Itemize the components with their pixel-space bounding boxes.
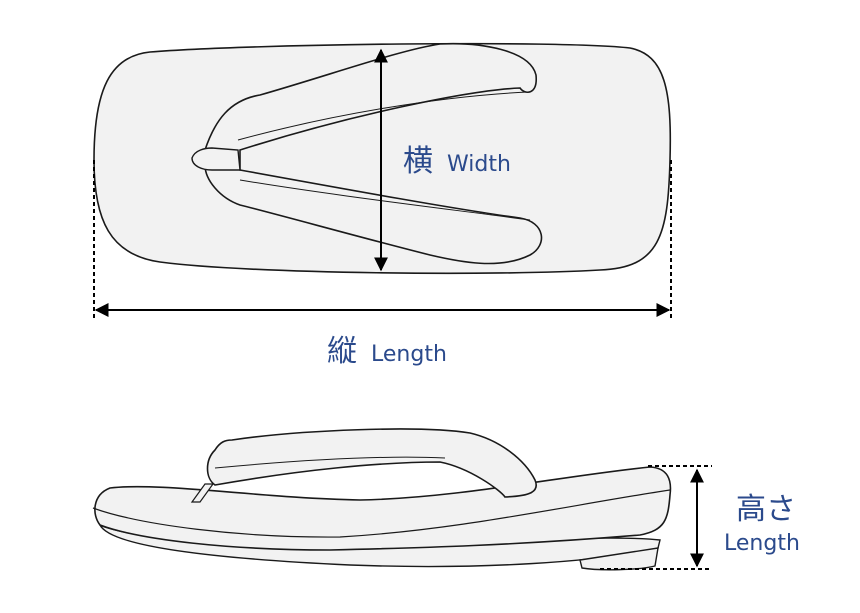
length-label: 縦 Length [327,326,447,370]
length-label-kanji: 縦 [327,334,357,369]
sandal-side-strap [206,428,537,498]
width-label-english: Width [447,152,511,177]
sandal-side-sole [94,466,672,551]
length-label-english: Length [371,342,447,367]
width-label: 横 Width [403,136,511,180]
sandal-top-thong [191,147,241,171]
width-label-kanji: 横 [403,144,433,179]
height-label-english: Length [724,531,800,556]
height-label-kanji: 高さ [736,492,796,527]
